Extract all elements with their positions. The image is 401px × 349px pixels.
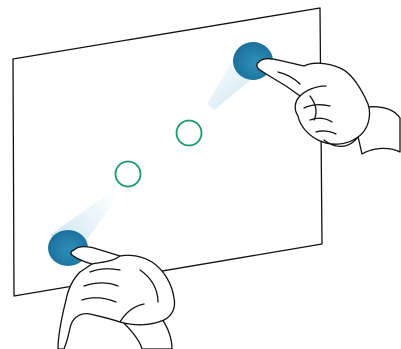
pinch-gesture-illustration bbox=[0, 0, 401, 349]
gesture-canvas bbox=[0, 0, 401, 349]
